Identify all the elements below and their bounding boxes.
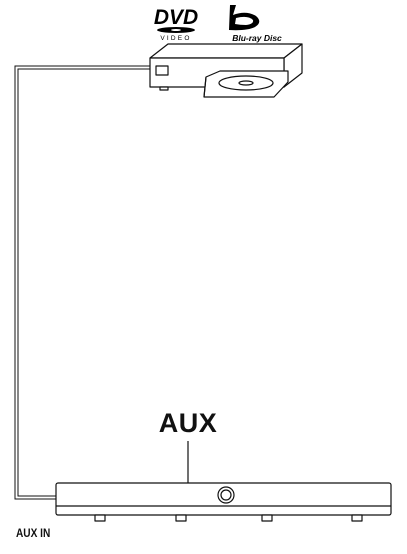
soundbar-foot bbox=[95, 515, 105, 521]
dvd-video-logo: DVD VIDEO bbox=[154, 6, 198, 42]
soundbar-foot bbox=[352, 515, 362, 521]
soundbar bbox=[56, 483, 391, 521]
dvd-logo-disc-hole bbox=[171, 29, 181, 31]
aux-cable bbox=[15, 66, 150, 499]
aux-in-label: AUX IN bbox=[16, 528, 50, 540]
soundbar-foot bbox=[176, 515, 186, 521]
aux-jack-inner bbox=[221, 490, 231, 500]
bluray-logo-caption: Blu-ray Disc bbox=[232, 33, 282, 43]
dvd-logo-mark: DVD bbox=[154, 6, 198, 29]
soundbar-foot bbox=[262, 515, 272, 521]
player-top bbox=[150, 44, 302, 58]
disc-hole bbox=[239, 81, 253, 85]
aux-label: AUX bbox=[140, 408, 236, 439]
player-foot bbox=[160, 87, 168, 90]
dvd-logo-sub: VIDEO bbox=[160, 35, 191, 42]
player-display bbox=[156, 66, 168, 75]
bluray-logo: Blu-ray Disc bbox=[229, 5, 282, 43]
disc-player bbox=[150, 44, 302, 97]
